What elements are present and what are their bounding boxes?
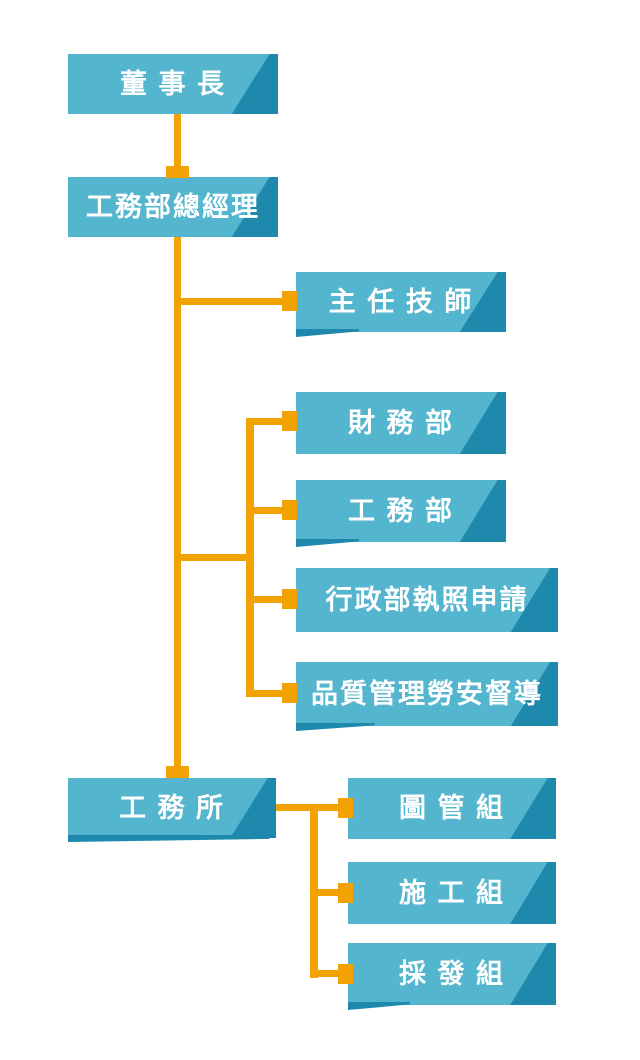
edge-gm-chief-technician [181,298,283,305]
org-node-quality-safety: 品質管理勞安督導 [296,662,558,731]
edge-departments-trunk [246,418,254,697]
org-node-chief-technician: 主 任 技 師 [296,272,506,337]
edge-finance-dept [254,418,283,425]
edge-cap-finance-dept [282,411,297,431]
bottom-fold [296,539,359,547]
org-node-label: 主 任 技 師 [328,286,474,317]
bottom-fold [68,835,270,842]
edge-chairman-gm [174,114,181,167]
org-node-general-manager: 工務部總經理 [68,177,278,237]
edge-admin-license [254,596,283,603]
edge-quality-safety [254,690,283,697]
edge-cap-quality-safety [282,683,297,703]
edge-cap-site-office [166,766,189,778]
bottom-fold [348,1002,411,1010]
edge-cap-admin-license [282,589,297,609]
org-node-label: 董 事 長 [119,68,226,99]
org-node-label: 圖 管 組 [398,793,505,823]
org-node-label: 行政部執照申請 [325,584,529,615]
org-node-chairman: 董 事 長 [68,54,278,114]
bottom-fold [296,329,359,337]
edge-procurement-group [318,970,339,977]
edge-construction-group [318,889,339,896]
org-node-finance-dept: 財 務 部 [296,392,506,454]
edge-gm-departments [181,554,249,561]
org-node-label: 工務部總經理 [86,191,260,222]
org-node-procurement-group: 採 發 組 [348,943,556,1010]
edge-cap-gm [166,166,189,178]
org-node-admin-license: 行政部執照申請 [296,568,558,632]
org-node-label: 施 工 組 [398,877,505,908]
org-node-label: 品質管理勞安督導 [311,678,543,709]
edge-engineering-dept [254,507,283,514]
bottom-fold [296,723,375,731]
org-node-engineering-dept: 工 務 部 [296,480,506,547]
edge-cap-procurement-group [338,964,353,984]
org-node-label: 財 務 部 [347,407,454,438]
org-node-label: 工 務 所 [118,792,225,823]
edge-cap-engineering-dept [282,500,297,520]
org-node-label: 工 務 部 [347,495,454,526]
org-node-construction-group: 施 工 組 [348,862,556,924]
org-node-label: 採 發 組 [398,958,505,989]
org-node-site-office: 工 務 所 [68,778,276,842]
edge-site-office-groups [276,804,340,811]
edge-cap-drawing-group [338,798,353,818]
org-node-drawing-group: 圖 管 組 [348,778,556,839]
edge-gm-trunk [174,237,181,767]
edge-cap-chief-technician [282,291,297,311]
edge-cap-construction-group [338,883,353,903]
edge-groups-trunk [310,804,318,978]
